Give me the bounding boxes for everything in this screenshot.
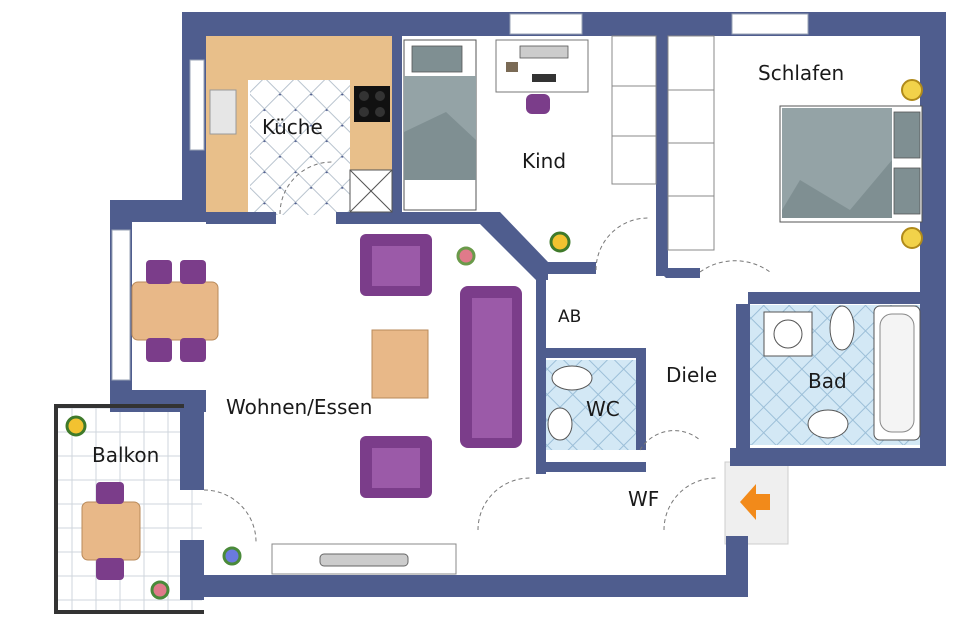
windows <box>111 13 809 381</box>
door-swings <box>477 217 771 531</box>
label-wc: WC <box>586 397 620 421</box>
dining-chair <box>146 338 172 362</box>
plant-icon <box>150 580 170 600</box>
label-ab: AB <box>558 307 581 327</box>
stove <box>354 86 390 122</box>
plant-icon <box>222 546 242 566</box>
bad-room <box>763 305 921 441</box>
washing-machine <box>763 311 813 357</box>
label-balkon: Balkon <box>92 443 159 467</box>
label-wf: WF <box>628 487 659 511</box>
wash-basin <box>807 409 849 439</box>
kitchen-floor <box>250 80 350 215</box>
balkon-chair <box>96 558 124 580</box>
dining-chair <box>180 260 206 284</box>
lamp-icon <box>901 79 923 101</box>
balkon-chair <box>96 482 124 504</box>
plant-icon <box>549 231 571 253</box>
kitchen <box>206 36 393 215</box>
wash-basin <box>547 407 573 441</box>
wohnen-room <box>131 231 571 575</box>
coffee-table <box>371 329 429 399</box>
entrance-arrow-icon <box>740 484 770 520</box>
kind-room <box>403 35 657 211</box>
label-bad: Bad <box>808 369 847 393</box>
kitchen-sink <box>209 89 237 135</box>
schlafen-room <box>667 35 923 251</box>
dining-chair <box>146 260 172 284</box>
toilet <box>829 305 855 351</box>
label-wohnen: Wohnen/Essen <box>226 395 372 419</box>
label-diele: Diele <box>666 363 717 387</box>
lamp-icon <box>901 227 923 249</box>
wc-room <box>547 365 593 441</box>
label-kueche: Küche <box>262 115 323 139</box>
plant-icon <box>456 246 476 266</box>
toilet <box>551 365 593 391</box>
interior-walls <box>206 36 940 474</box>
dining-table <box>131 281 219 341</box>
desk-chair <box>526 94 550 114</box>
label-schlafen: Schlafen <box>758 61 844 85</box>
label-kind: Kind <box>522 149 566 173</box>
balkon-room <box>65 415 257 600</box>
wf-entrance-floor <box>724 461 789 545</box>
dining-chair <box>180 338 206 362</box>
balkon-table <box>81 501 141 561</box>
plant-icon <box>65 415 87 437</box>
